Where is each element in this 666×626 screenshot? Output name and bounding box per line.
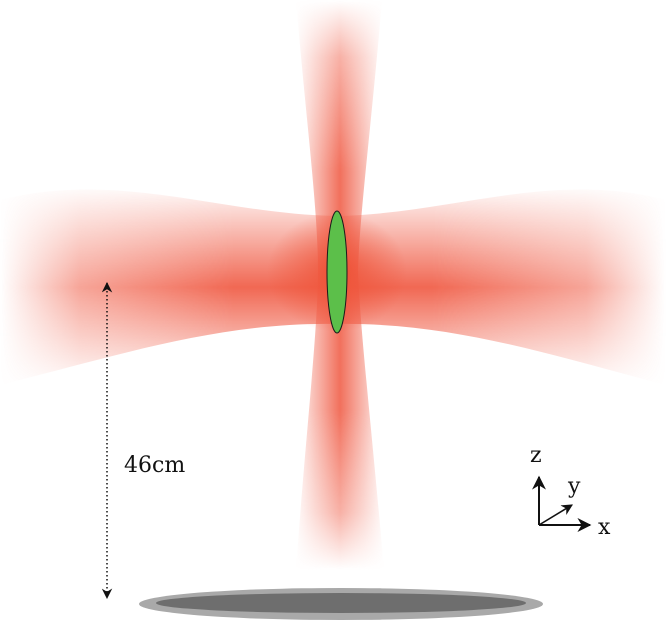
coordinate-axes-icon — [532, 475, 592, 532]
surface-plate-inner — [156, 593, 526, 613]
atom-cloud — [326, 210, 348, 334]
distance-label: 46cm — [124, 453, 185, 478]
axis-z-label: z — [530, 443, 542, 468]
axis-x-label: x — [598, 515, 611, 540]
axis-y-label: y — [567, 474, 581, 499]
